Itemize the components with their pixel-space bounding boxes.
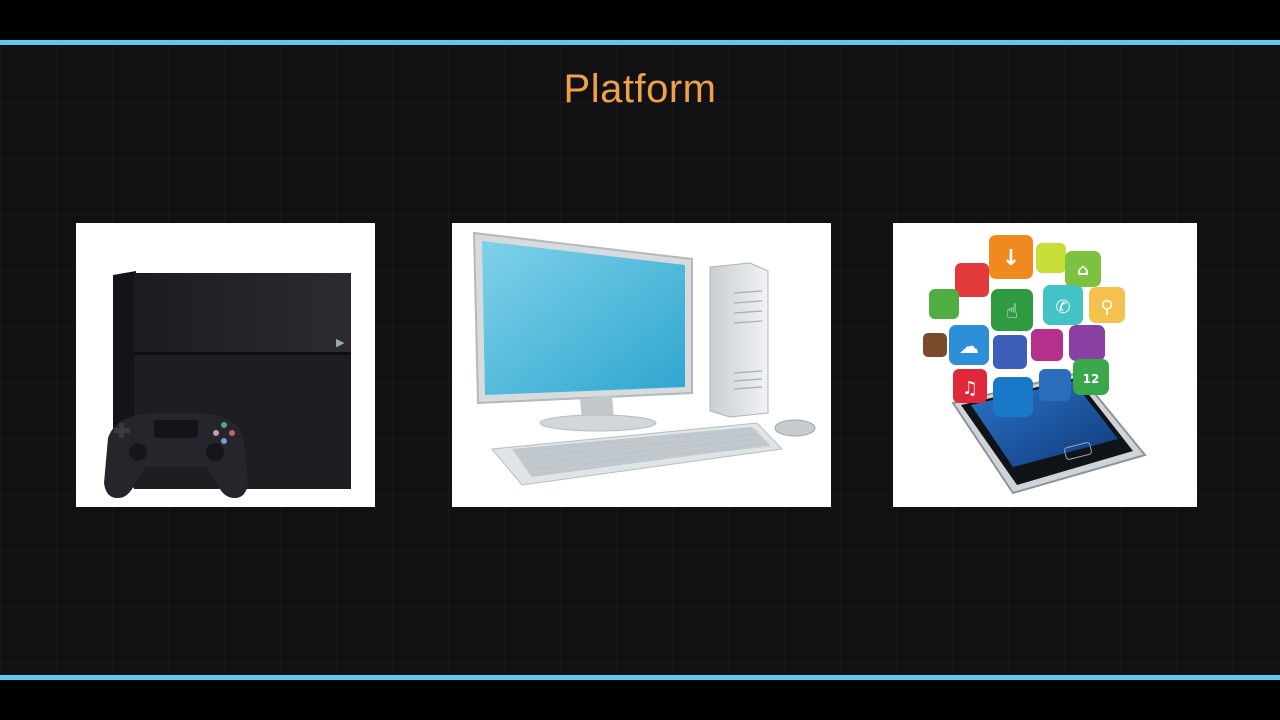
smartphone-apps-icon: ↓ ☝ ✆ ⚲ ☁ ♫ 12 ⌂ bbox=[923, 235, 1147, 495]
svg-text:⚲: ⚲ bbox=[1100, 297, 1113, 318]
calendar-badge: 12 bbox=[1083, 372, 1100, 386]
svg-text:♫: ♫ bbox=[962, 378, 978, 399]
console-image-card: ▶ bbox=[76, 223, 375, 507]
bottom-accent-rule bbox=[0, 675, 1280, 680]
slide-title: Platform bbox=[563, 67, 717, 111]
svg-text:↓: ↓ bbox=[1002, 246, 1020, 271]
svg-text:☝: ☝ bbox=[1006, 299, 1018, 323]
top-accent-rule bbox=[0, 40, 1280, 45]
desktop-computer-icon bbox=[472, 231, 816, 486]
game-console-icon: ▶ bbox=[104, 271, 351, 499]
computer-image-card bbox=[452, 223, 831, 507]
svg-text:▶: ▶ bbox=[336, 336, 345, 349]
svg-text:✆: ✆ bbox=[1055, 297, 1070, 318]
mobile-image-card: ↓ ☝ ✆ ⚲ ☁ ♫ 12 ⌂ bbox=[893, 223, 1197, 507]
svg-text:☁: ☁ bbox=[959, 334, 979, 358]
svg-text:⌂: ⌂ bbox=[1077, 260, 1088, 279]
